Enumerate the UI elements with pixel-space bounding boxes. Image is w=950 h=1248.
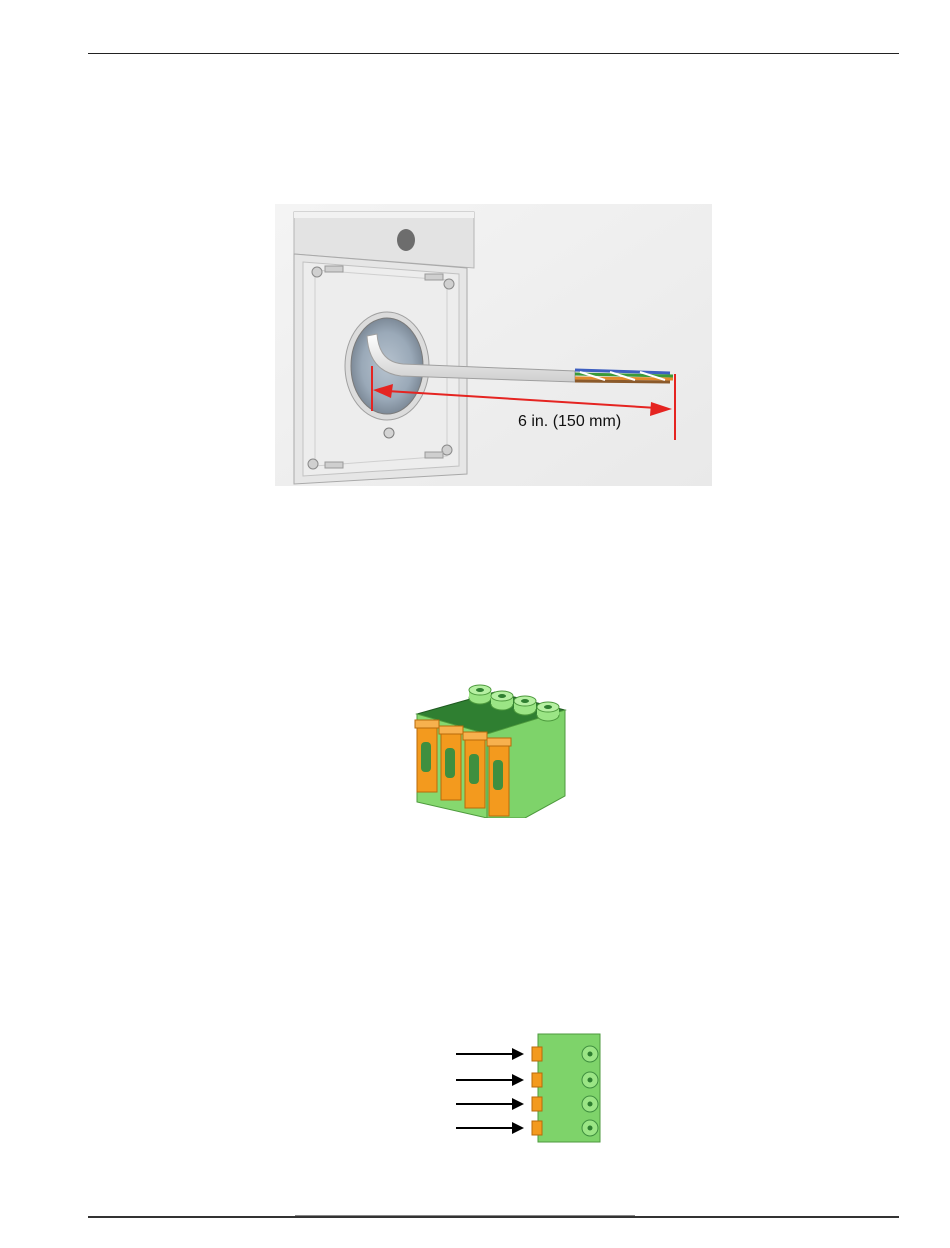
corner-screw-icon xyxy=(444,279,454,289)
latch xyxy=(532,1097,542,1111)
screw-hole-icon xyxy=(397,229,415,251)
latch xyxy=(487,738,511,816)
pin-top xyxy=(537,702,559,721)
corner-screw-icon xyxy=(312,267,322,277)
twisted-wires xyxy=(575,370,673,382)
arrow-right-icon xyxy=(512,1098,524,1110)
pin-top xyxy=(491,691,513,710)
wiring-diagram-figure xyxy=(450,1032,610,1144)
latch xyxy=(463,732,487,808)
wall-plate-figure: 6 in. (150 mm) xyxy=(275,204,712,486)
wall-plate-illustration: 6 in. (150 mm) xyxy=(275,204,712,486)
header-rule xyxy=(88,53,899,54)
arrow-right-icon xyxy=(512,1048,524,1060)
pin-top xyxy=(469,685,491,704)
latch xyxy=(532,1073,542,1087)
latch xyxy=(532,1047,542,1061)
latch xyxy=(532,1121,542,1135)
arrow-right-icon xyxy=(512,1122,524,1134)
terminal-connector-figure xyxy=(405,684,575,818)
footer-rule xyxy=(88,1216,899,1218)
wiring-diagram-illustration xyxy=(450,1032,610,1144)
pin-top xyxy=(514,696,536,715)
corner-screw-icon xyxy=(308,459,318,469)
terminal-connector-illustration xyxy=(405,684,575,818)
latch xyxy=(415,720,439,792)
center-screw-icon xyxy=(384,428,394,438)
latch xyxy=(439,726,463,800)
dimension-label: 6 in. (150 mm) xyxy=(518,413,621,430)
arrow-right-icon xyxy=(512,1074,524,1086)
